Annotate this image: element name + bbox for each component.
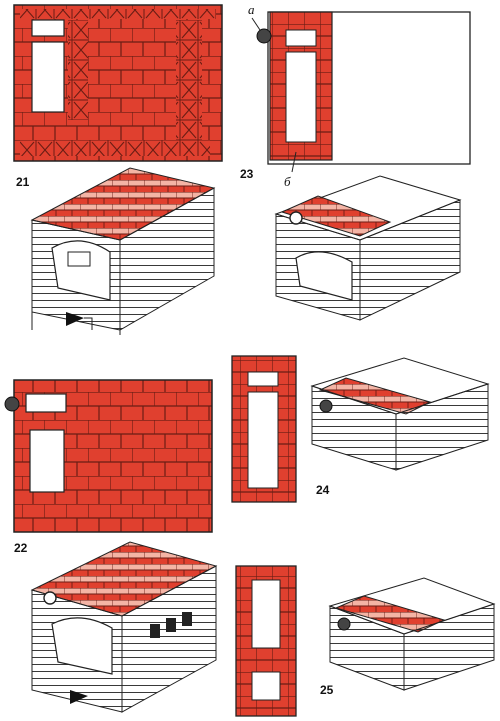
fig24-label: 24 [316,483,330,497]
damper-icon [256,28,272,44]
fig23-plan [251,11,471,173]
fig22-label: 22 [14,541,28,555]
fig24-plan [231,355,297,503]
fig21-label: 21 [16,175,30,189]
fig25-plan [235,565,297,717]
fig25-label: 25 [320,683,334,697]
fig22-plan [4,379,213,533]
fig23-label: 23 [240,167,254,181]
damper-icon [4,396,20,412]
fig21-iso [30,167,216,335]
fig24-iso [310,357,490,471]
callout-a: а [248,2,255,17]
fig21-plan [13,4,223,162]
fig22-iso [30,541,218,713]
fig23-iso [274,175,462,321]
callout-b: б [284,174,291,189]
fig25-iso [328,577,496,691]
